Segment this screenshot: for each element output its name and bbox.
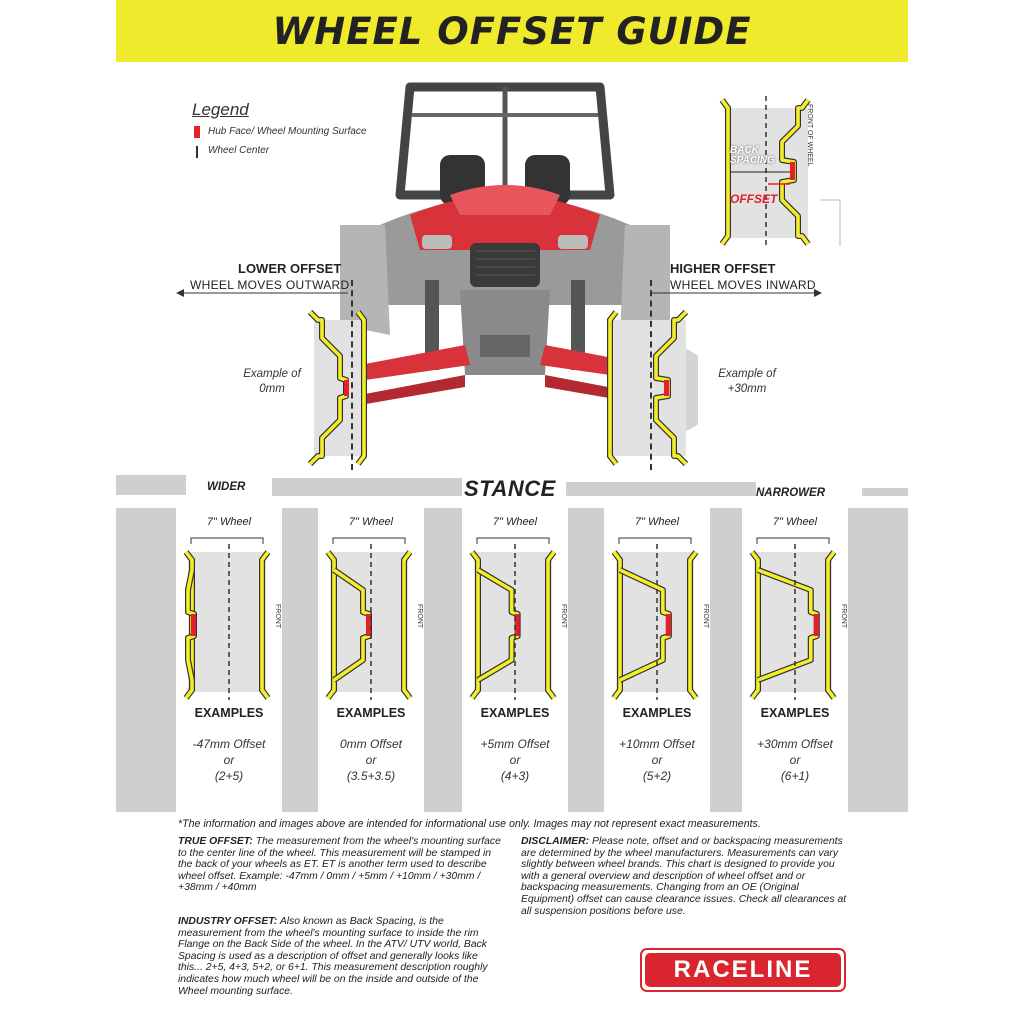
legend-title: Legend: [192, 100, 249, 119]
wheel-section-30mm: [607, 309, 698, 467]
examples-heading: EXAMPLES: [622, 706, 692, 720]
or-label: or: [651, 753, 663, 767]
example-values: +10mm Offset or (5+2): [598, 736, 716, 784]
offset-inset-diagram: [719, 96, 841, 246]
disclaimer-text: Please note, offset and or backspacing m…: [521, 836, 847, 917]
front-label: FRONT: [840, 604, 847, 629]
examples-heading: EXAMPLES: [760, 706, 830, 720]
true-offset-paragraph: TRUE OFFSET: The measurement from the wh…: [178, 836, 504, 894]
front-of-wheel-label: FRONT OF WHEEL: [806, 104, 813, 167]
spacing-value: (3.5+3.5): [346, 769, 396, 783]
wheel-cross-section: [469, 537, 557, 700]
or-label: or: [509, 753, 521, 767]
wheel-width-label: 7" Wheel: [206, 516, 252, 528]
wheel-width-label: 7" Wheel: [492, 516, 538, 528]
front-label: FRONT: [274, 604, 281, 629]
or-label: or: [789, 753, 801, 767]
hub-face-mark: [514, 614, 520, 636]
front-label: FRONT: [416, 604, 423, 629]
raceline-logo-text: RACELINE: [645, 953, 841, 987]
offset-label: OFFSET: [730, 192, 778, 206]
back-spacing-line2: SPACING: [730, 155, 775, 166]
hub-face-mark: [191, 614, 196, 636]
industry-offset-paragraph: INDUSTRY OFFSET: Also known as Back Spac…: [178, 916, 504, 997]
or-label: or: [365, 753, 377, 767]
examples-heading: EXAMPLES: [194, 706, 264, 720]
wheel-cross-section: [325, 537, 413, 700]
hub-face-mark: [665, 614, 671, 636]
hub-face-mark: [813, 614, 819, 636]
offset-value: +30mm Offset: [757, 737, 833, 751]
wheel-cross-section: [611, 537, 699, 700]
arrow-right-icon: [652, 289, 822, 297]
stance-band-mid-right: [566, 482, 756, 496]
lower-offset-sub: WHEEL MOVES OUTWARD: [190, 278, 350, 292]
offset-value: 0mm Offset: [339, 737, 402, 751]
wheel-cross-section: [183, 537, 271, 700]
title-banner: WHEEL OFFSET GUIDE: [116, 0, 908, 62]
utv-illustration: [340, 82, 670, 405]
true-offset-label: TRUE OFFSET:: [178, 836, 253, 847]
example-30mm-label: Example of +30mm: [708, 367, 786, 397]
offset-value: +10mm Offset: [619, 737, 695, 751]
spacing-value: (6+1): [780, 769, 810, 783]
industry-offset-text: Also known as Back Spacing, is the measu…: [178, 916, 488, 997]
example-values: +30mm Offset or (6+1): [736, 736, 854, 784]
offset-value: +5mm Offset: [480, 737, 550, 751]
hub-face-mark: [366, 614, 371, 636]
legend-item-hub-face: Hub Face/ Wheel Mounting Surface: [208, 126, 367, 137]
wheel-width-label: 7" Wheel: [348, 516, 394, 528]
true-offset-text: The measurement from the wheel's mountin…: [178, 836, 501, 894]
example-0mm-label: Example of 0mm: [236, 367, 308, 397]
industry-offset-label: INDUSTRY OFFSET:: [178, 916, 278, 927]
lower-offset-heading: LOWER OFFSET: [238, 261, 342, 276]
spacing-value: (4+3): [500, 769, 530, 783]
page-title: WHEEL OFFSET GUIDE: [272, 10, 752, 53]
front-label: FRONT: [560, 604, 567, 629]
raceline-logo: RACELINE: [640, 948, 846, 992]
narrower-label: NARROWER: [756, 487, 825, 499]
wheel-section-0mm: [307, 309, 367, 467]
stance-band-mid-left: [272, 478, 462, 496]
or-label: or: [223, 753, 235, 767]
example-values: +5mm Offset or (4+3): [456, 736, 574, 784]
example-0mm-line1: Example of: [243, 368, 301, 380]
examples-heading: EXAMPLES: [480, 706, 550, 720]
wheel-cross-section: [749, 537, 837, 700]
spacing-value: (5+2): [642, 769, 672, 783]
hub-face-swatch: [194, 126, 200, 138]
stance-band-right: [862, 488, 908, 496]
disclaimer-label: DISCLAIMER:: [521, 836, 590, 847]
back-spacing-label: BACK SPACING: [730, 146, 775, 166]
spacing-value: (2+5): [214, 769, 244, 783]
legend-item-wheel-center: Wheel Center: [208, 145, 270, 156]
offset-value: -47mm Offset: [192, 737, 266, 751]
higher-offset-heading: HIGHER OFFSET: [670, 261, 776, 276]
wheel-width-label: 7" Wheel: [634, 516, 680, 528]
arrow-left-icon: [176, 289, 348, 297]
wheel-center-swatch: [196, 146, 200, 158]
wheel-width-label: 7" Wheel: [772, 516, 818, 528]
front-label: FRONT: [702, 604, 709, 629]
wheel-center-line-left: [351, 280, 353, 470]
higher-offset-sub: WHEEL MOVES INWARD: [670, 278, 816, 292]
example-0mm-line2: 0mm: [259, 383, 285, 395]
example-values: -47mm Offset or (2+5): [170, 736, 288, 784]
stance-title: STANCE: [464, 476, 556, 501]
wheel-center-line-right: [650, 280, 652, 470]
back-spacing-line1: BACK: [730, 145, 759, 156]
example-30mm-line1: Example of: [718, 368, 776, 380]
examples-heading: EXAMPLES: [336, 706, 406, 720]
example-values: 0mm Offset or (3.5+3.5): [312, 736, 430, 784]
example-30mm-line2: +30mm: [727, 383, 767, 395]
disclaimer-paragraph: DISCLAIMER: Please note, offset and or b…: [521, 836, 851, 917]
footnote: *The information and images above are in…: [178, 818, 761, 830]
wider-label: WIDER: [207, 481, 246, 493]
stance-band-left: [116, 475, 186, 495]
